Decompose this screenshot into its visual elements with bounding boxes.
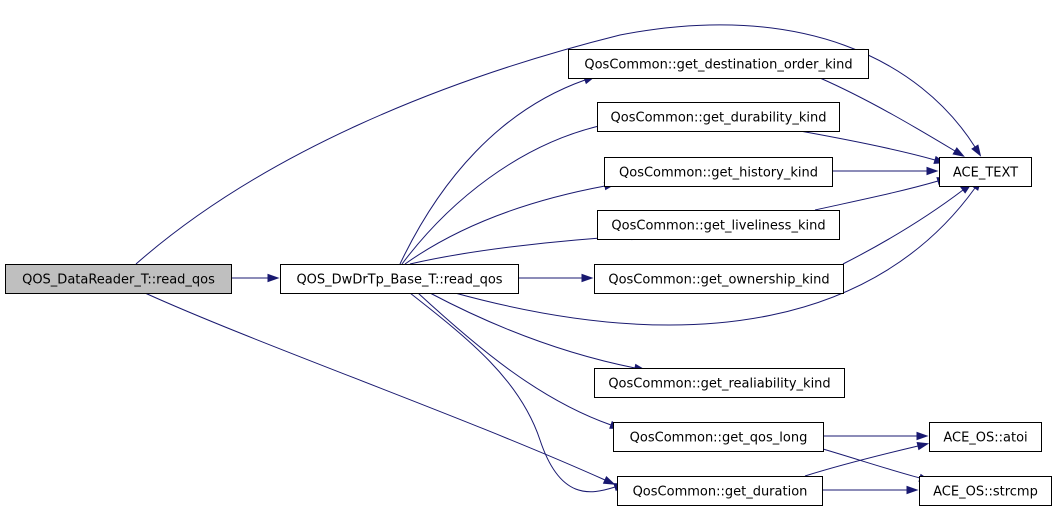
edge-hist-to-ace [831,166,939,176]
edge-reader-to-durn [144,292,616,485]
edge-base-to-ace [454,178,982,326]
node-box [939,157,1032,187]
node-label: ACE_OS::atoi [943,431,1027,446]
edge-durn-to-strcmp [822,485,919,495]
node-label: QosCommon::get_qos_long [630,431,808,446]
node-hist[interactable]: QosCommon::get_history_kind [604,157,833,187]
node-box [613,422,824,452]
node-reader[interactable]: QOS_DataReader_T::read_qos [5,264,232,294]
node-box [5,264,232,294]
node-label: QosCommon::get_destination_order_kind [584,58,852,73]
node-label: QOS_DwDrTp_Base_T::read_qos [296,273,502,288]
node-box [594,368,845,398]
edge-durn-to-atoi [804,442,930,477]
node-qlong[interactable]: QosCommon::get_qos_long [613,422,824,452]
node-label: ACE_OS::strcmp [933,485,1038,500]
edge-base-to-dur [401,122,611,265]
node-label: QosCommon::get_durability_kind [611,111,827,126]
edge-dest-to-ace [819,77,965,157]
node-box [597,102,840,132]
node-label: QOS_DataReader_T::read_qos [22,273,215,288]
node-label: QosCommon::get_realiability_kind [608,377,830,392]
edge-reader-to-base [231,273,280,283]
edge-own-to-ace [842,183,973,265]
node-label: ACE_TEXT [953,166,1018,181]
edge-base-to-own [518,273,594,283]
node-box [604,157,833,187]
node-label: QosCommon::get_history_kind [619,166,818,181]
node-label: QosCommon::get_liveliness_kind [611,219,825,234]
node-durn[interactable]: QosCommon::get_duration [617,476,823,506]
node-rel[interactable]: QosCommon::get_realiability_kind [594,368,845,398]
node-box [597,210,840,240]
edge-base-to-qlong [417,292,622,429]
node-live[interactable]: QosCommon::get_liveliness_kind [597,210,840,240]
edge-base-to-durn [409,292,626,493]
node-box [617,476,823,506]
node-dur[interactable]: QosCommon::get_durability_kind [597,102,840,132]
edge-qlong-to-atoi [823,431,929,441]
node-box [594,264,844,294]
node-label: QosCommon::get_duration [633,485,808,500]
node-base[interactable]: QOS_DwDrTp_Base_T::read_qos [280,264,519,294]
node-strcmp[interactable]: ACE_OS::strcmp [919,476,1052,506]
node-box [919,476,1052,506]
edge-reader-to-ace [135,24,982,265]
node-box [568,49,869,79]
node-box [929,422,1042,452]
edge-base-to-dest [399,76,596,265]
node-atoi[interactable]: ACE_OS::atoi [929,422,1042,452]
node-dest[interactable]: QosCommon::get_destination_order_kind [568,49,869,79]
node-ace[interactable]: ACE_TEXT [939,157,1032,187]
node-box [280,264,519,294]
edge-qlong-to-strcmp [822,448,932,482]
node-label: QosCommon::get_ownership_kind [608,273,829,288]
edge-live-to-ace [814,177,950,211]
node-own[interactable]: QosCommon::get_ownership_kind [594,264,844,294]
